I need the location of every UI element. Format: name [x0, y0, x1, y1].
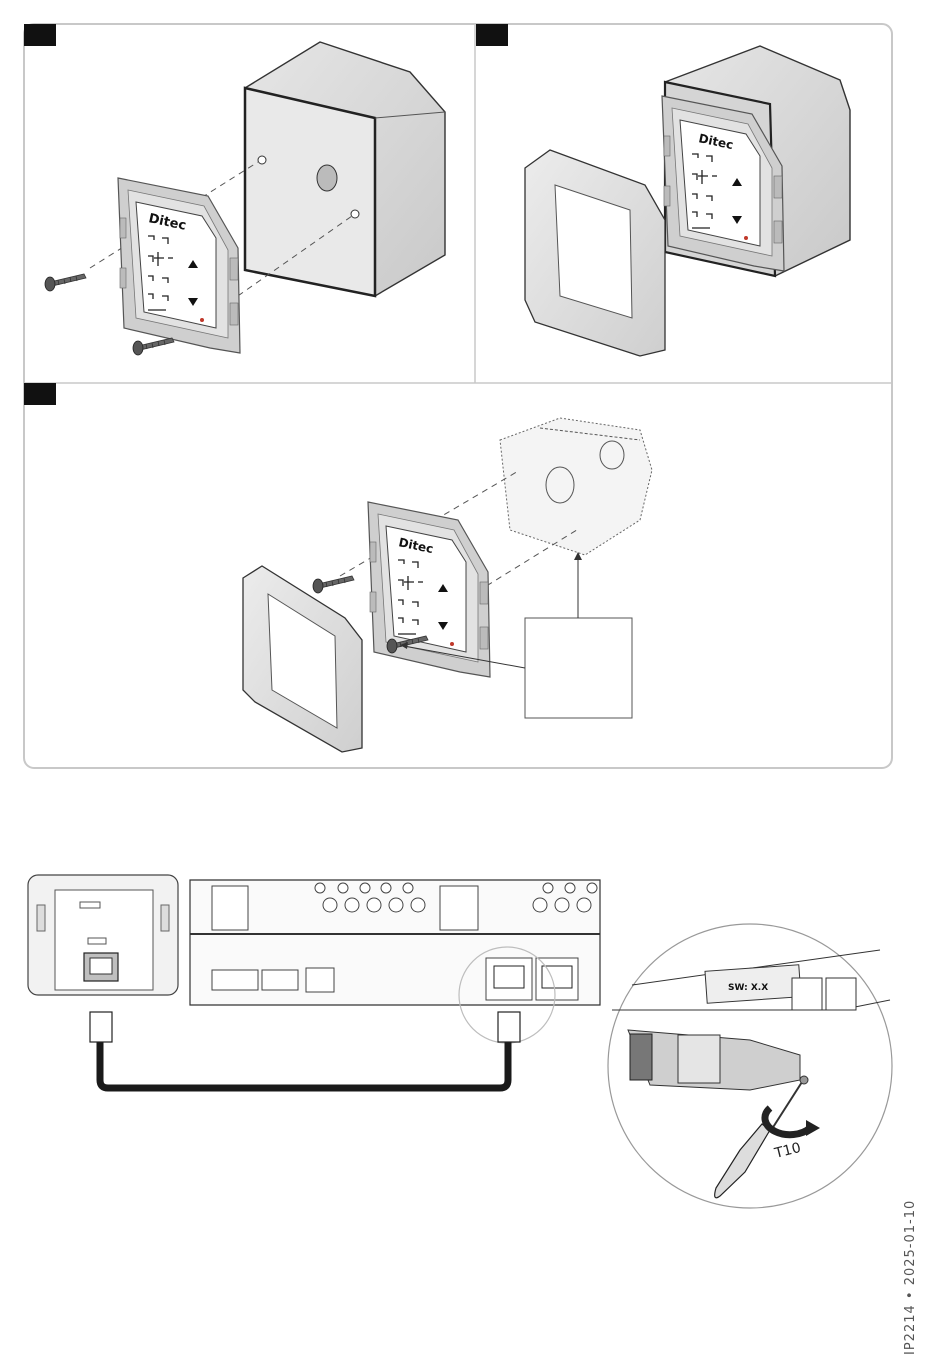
- terminal-block: [630, 1034, 652, 1080]
- screw-icon: [313, 576, 354, 593]
- wiring-diagram: SW: X.X T10: [28, 875, 892, 1208]
- flush-box: [500, 418, 652, 555]
- screw-icon: [133, 338, 174, 355]
- rj45-plug-icon: [498, 1012, 520, 1042]
- step-tab-1: [24, 24, 56, 46]
- step-tab-3: [24, 383, 56, 405]
- document-code: IP2214 • 2025-01-10: [903, 1195, 925, 1355]
- step-1-illustration: Ditec: [45, 42, 445, 355]
- callout-box: [525, 618, 632, 718]
- step-2-illustration: Ditec: [525, 46, 850, 356]
- patch-cable: [100, 1040, 508, 1088]
- surface-box-front: [245, 88, 375, 296]
- keypad-module: [118, 178, 240, 353]
- board-version-label: SW: X.X: [728, 983, 768, 993]
- screw-icon: [45, 274, 86, 291]
- step-tab-2: [476, 24, 508, 46]
- step-3-illustration: Ditec: [243, 418, 652, 752]
- rj45-plug-icon: [90, 1012, 112, 1042]
- cable-hole-icon: [317, 165, 337, 191]
